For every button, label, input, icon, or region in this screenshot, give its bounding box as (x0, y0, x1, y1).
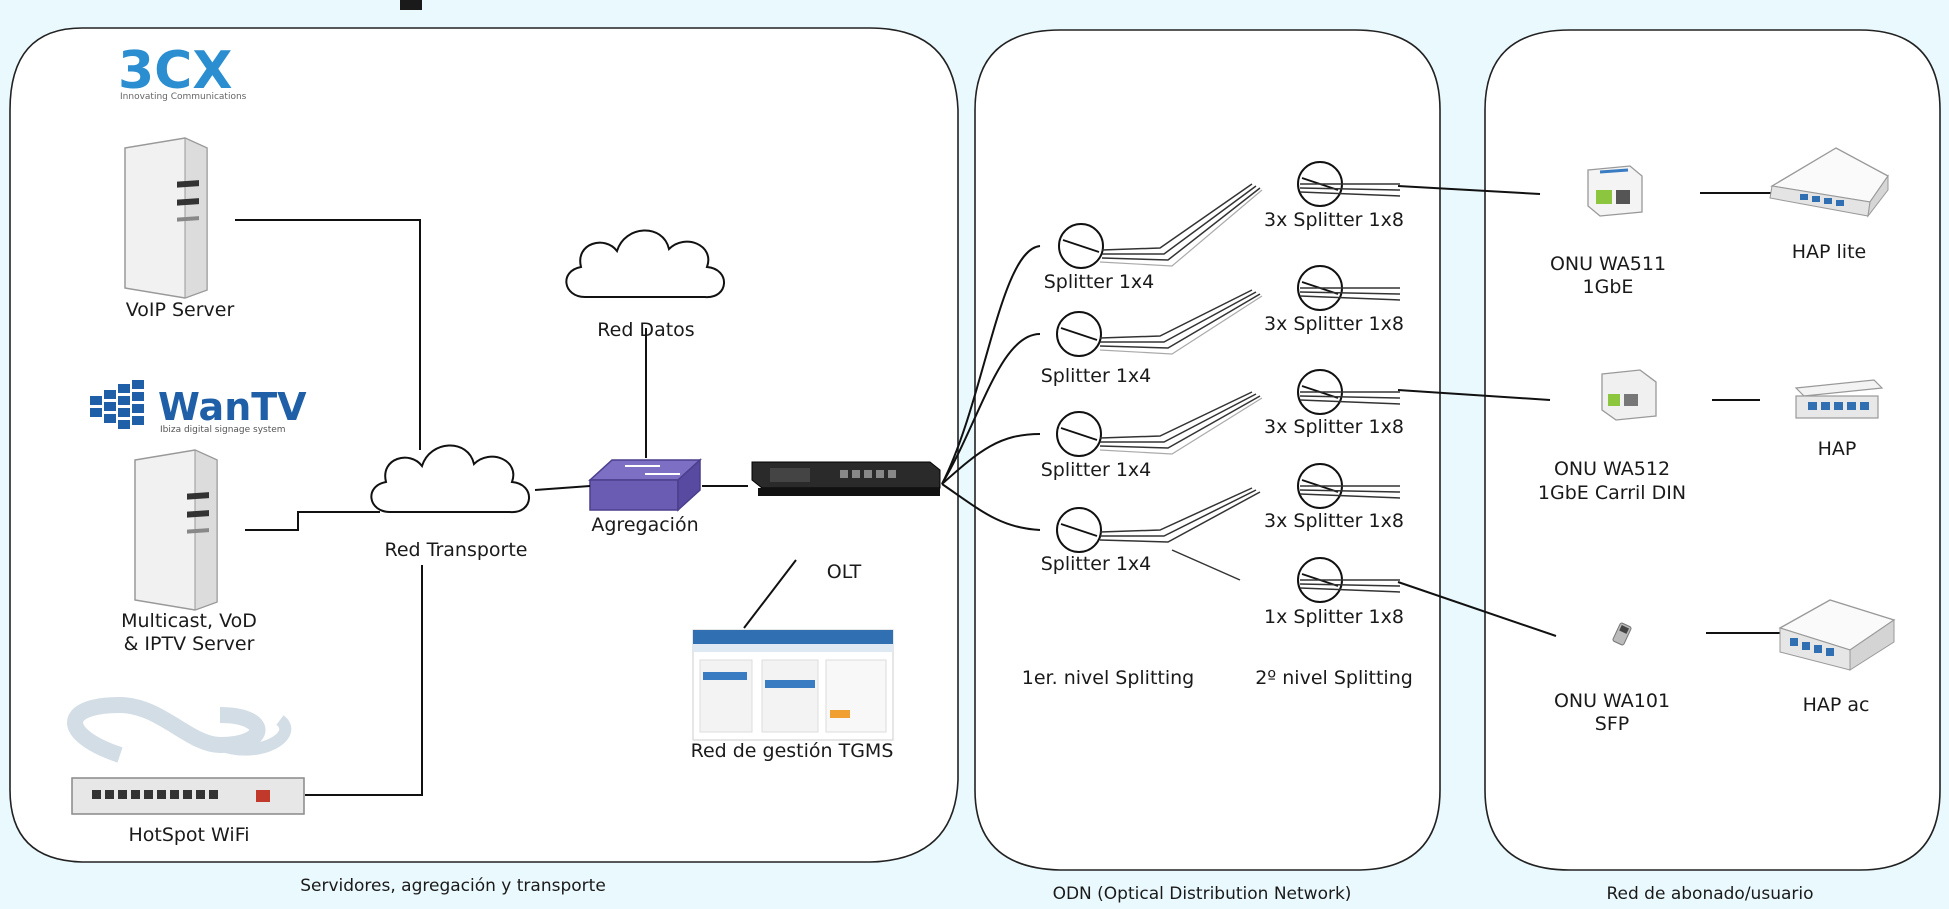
hotspot-router-icon (67, 696, 305, 815)
fanout-group-4 (1099, 487, 1261, 581)
level2-splitter-2-label: 3x Splitter 1x8 (1264, 313, 1404, 335)
logo-3cx-tagline: Innovating Communications (120, 92, 247, 102)
odn-panel-caption: ODN (Optical Distribution Network) (1053, 884, 1352, 904)
link-voip-transport (235, 219, 421, 450)
fiber-to-onu-wa511 (1397, 185, 1541, 195)
multicast-server-label-2: & IPTV Server (124, 633, 255, 655)
fiber-olt-splitter1 (941, 245, 1041, 485)
hap-lite-router-icon (1769, 147, 1889, 218)
odn-panel (974, 29, 1441, 871)
level2-outputs (1299, 183, 1401, 593)
level2-splitter-1-label: 3x Splitter 1x8 (1264, 209, 1404, 231)
onu-wa101-label-1: ONU WA101 (1554, 690, 1670, 712)
hap-lite-label: HAP lite (1792, 241, 1866, 263)
level1-splitter-4-label: Splitter 1x4 (1041, 553, 1152, 575)
fiber-olt-splitter3 (941, 433, 1041, 485)
title-fragment (400, 0, 422, 10)
level2-splitter-4-label: 3x Splitter 1x8 (1264, 510, 1404, 532)
hotspot-label: HotSpot WiFi (128, 824, 249, 846)
fiber-to-onu-wa512 (1397, 389, 1551, 401)
voip-server-label: VoIP Server (126, 299, 235, 321)
level1-splitter-2-label: Splitter 1x4 (1041, 365, 1152, 387)
fiber-to-onu-wa101 (1397, 581, 1557, 637)
level2-caption: 2º nivel Splitting (1255, 667, 1413, 689)
level1-splitter-3-icon (1056, 411, 1102, 457)
voip-server-icon (124, 137, 208, 299)
fiber-olt-splitter4 (941, 483, 1041, 531)
link-transport-aggregation (534, 485, 591, 491)
level1-splitter-4-icon (1056, 507, 1102, 553)
olt-device-icon (751, 461, 941, 496)
fanout-group-2 (1099, 289, 1263, 355)
logo-wantv-wordmark: WanTV (158, 385, 307, 429)
aggregation-switch-icon (588, 458, 702, 512)
user-panel-caption: Red de abonado/usuario (1606, 884, 1813, 904)
onu-wa512-label-2: 1GbE Carril DIN (1538, 482, 1686, 504)
onu-wa511-icon (1587, 165, 1643, 217)
user-panel (1484, 29, 1941, 871)
fanout-group-3 (1099, 391, 1263, 455)
level1-splitter-3-label: Splitter 1x4 (1041, 459, 1152, 481)
hap-ac-label: HAP ac (1803, 694, 1870, 716)
onu-wa511-label-1: ONU WA511 (1550, 253, 1666, 275)
link-multicast-transport (245, 511, 380, 531)
agregacion-label: Agregación (591, 514, 698, 536)
logo-3cx: 3CX Innovating Communications (118, 41, 247, 102)
level1-splitter-2-icon (1056, 311, 1102, 357)
red-transporte-label: Red Transporte (385, 539, 528, 561)
onu-wa512-icon (1601, 369, 1657, 421)
multicast-server-label-1: Multicast, VoD (121, 610, 257, 632)
onu-wa101-label-2: SFP (1595, 713, 1629, 735)
hap-router-icon (1794, 379, 1884, 419)
level2-splitter-5-label: 1x Splitter 1x8 (1264, 606, 1404, 628)
logo-wantv-tagline: Ibiza digital signage system (160, 425, 286, 435)
level2-splitter-3-label: 3x Splitter 1x8 (1264, 416, 1404, 438)
onu-wa101-sfp-icon (1612, 622, 1632, 646)
logo-3cx-wordmark: 3CX (118, 41, 232, 101)
link-hotspot-transport (305, 565, 423, 796)
fiber-olt-splitter2 (941, 333, 1041, 485)
level1-splitter-1-label: Splitter 1x4 (1044, 271, 1155, 293)
fanout-group-1 (1099, 183, 1263, 267)
hap-ac-router-icon (1778, 599, 1896, 671)
level1-splitter-1-icon (1058, 223, 1104, 269)
onu-wa511-label-2: 1GbE (1583, 276, 1634, 298)
logo-wantv: WanTV Ibiza digital signage system (90, 380, 307, 435)
hap-label: HAP (1818, 438, 1857, 460)
multicast-server-icon (134, 449, 218, 611)
onu-wa512-label-1: ONU WA512 (1554, 458, 1670, 480)
tgms-screenshot-icon (692, 629, 894, 741)
link-olt-tgms (743, 559, 797, 629)
tgms-label: Red de gestión TGMS (691, 740, 894, 762)
servers-panel-caption: Servidores, agregación y transporte (300, 876, 606, 896)
olt-label: OLT (827, 561, 862, 583)
level1-caption: 1er. nivel Splitting (1022, 667, 1194, 689)
